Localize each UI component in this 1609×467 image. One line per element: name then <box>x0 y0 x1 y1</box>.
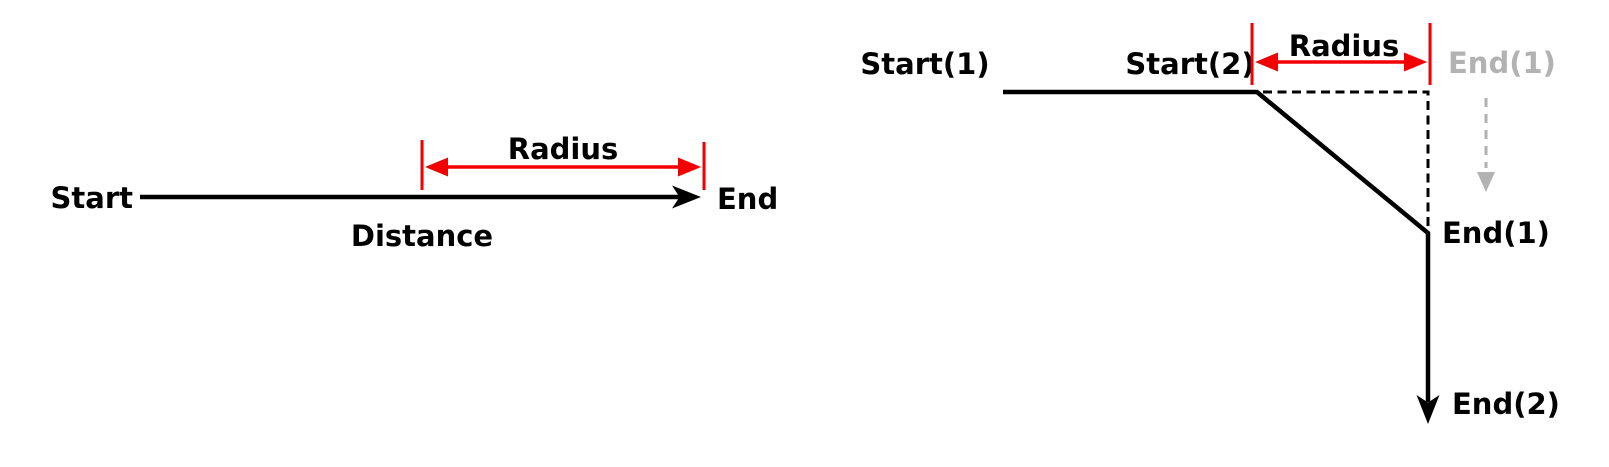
distance-arrowhead-icon <box>672 185 701 209</box>
end1-label: End(1) <box>1442 216 1550 250</box>
radius-arrowhead-right-icon <box>1404 52 1427 72</box>
radius-arrowhead-left-icon <box>425 157 448 177</box>
radius-arrowhead-left-icon <box>1255 52 1278 72</box>
start-label: Start <box>51 181 134 215</box>
radius-arrowhead-right-icon <box>678 157 701 177</box>
corner-dashed-path <box>1263 90 1430 226</box>
start1-label: Start(1) <box>860 47 989 81</box>
end2-label: End(2) <box>1452 387 1560 421</box>
radius-label: Radius <box>508 132 619 166</box>
start2-label: Start(2) <box>1125 47 1254 81</box>
route-arrowhead-icon <box>1416 395 1440 424</box>
end-label: End <box>717 182 778 216</box>
ghost-arrowhead-icon <box>1477 172 1495 192</box>
route-path <box>1003 89 1431 402</box>
distance-label: Distance <box>351 219 493 253</box>
end1-ghost-label: End(1) <box>1448 46 1556 80</box>
radius-label: Radius <box>1289 29 1400 63</box>
distance-diagram: Start End Distance Radius <box>51 132 779 253</box>
radius-turn-diagram: Start(1) Start(2) End(1) Radius End(1) E… <box>860 23 1560 424</box>
